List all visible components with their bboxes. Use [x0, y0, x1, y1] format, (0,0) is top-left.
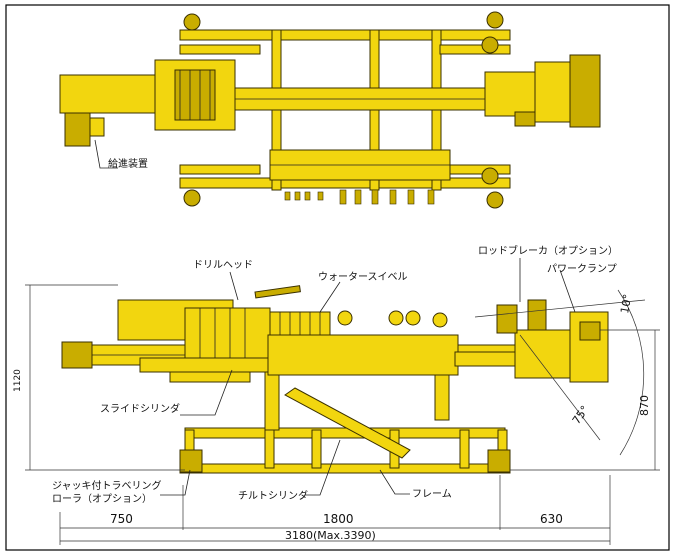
label-tilt-cylinder: チルトシリンダ [238, 489, 308, 502]
outrigger-tl [179, 44, 261, 55]
label-power-clamp: パワークランプ [547, 263, 617, 275]
side-drill-head [184, 307, 271, 359]
outrigger-tr [439, 44, 511, 55]
label-jack-roller-line1: ジャッキ付トラベリング [52, 479, 162, 492]
dim-angle-top: 10° [618, 293, 634, 314]
dim-total: 3180(Max.3390) [285, 529, 376, 542]
top-rail-upper [179, 29, 511, 41]
dim-height-right: 870 [638, 395, 651, 416]
label-drill-head: ドリルヘッド [193, 260, 253, 271]
feed-motor [64, 112, 91, 147]
label-rod-breaker: ロッドブレーカ（オプション） [478, 244, 618, 257]
label-water-swivel: ウォータースイベル [318, 271, 408, 283]
top-view [59, 11, 601, 209]
side-roller-right [487, 449, 511, 473]
wheel-bl [183, 189, 201, 207]
side-power-clamp [569, 311, 609, 383]
label-frame: フレーム [412, 488, 452, 500]
side-control-box [267, 334, 459, 376]
wheel-br [486, 191, 504, 209]
dimension-lines [25, 258, 660, 545]
dim-seg-left: 750 [110, 512, 133, 526]
feed-motor-cap [89, 117, 105, 137]
side-roller-left [179, 449, 203, 473]
dim-angle-bottom: 75° [570, 403, 592, 426]
label-jack-roller-line2: ローラ（オプション） [52, 493, 152, 505]
dim-height-left: 1120 [13, 369, 23, 392]
wheel-tr [486, 11, 504, 29]
side-tilt-cylinder [284, 387, 411, 459]
side-frame-top [184, 427, 506, 439]
label-slide-cylinder: スライドシリンダ [100, 402, 180, 415]
wheel-tr2 [481, 36, 499, 54]
top-feed-unit [59, 74, 156, 114]
outer-frame [5, 4, 670, 551]
leader-feed-device [94, 139, 118, 169]
tilt-angle-arc [617, 289, 645, 456]
wheel-br2 [481, 167, 499, 185]
dim-seg-mid: 1800 [323, 512, 354, 526]
outrigger-bl [179, 164, 261, 175]
side-view [61, 285, 609, 474]
label-feed-device: 給進装置 [108, 157, 148, 170]
dim-seg-right: 630 [540, 512, 563, 526]
side-rod-breaker [514, 329, 571, 379]
wheel-tl [183, 13, 201, 31]
